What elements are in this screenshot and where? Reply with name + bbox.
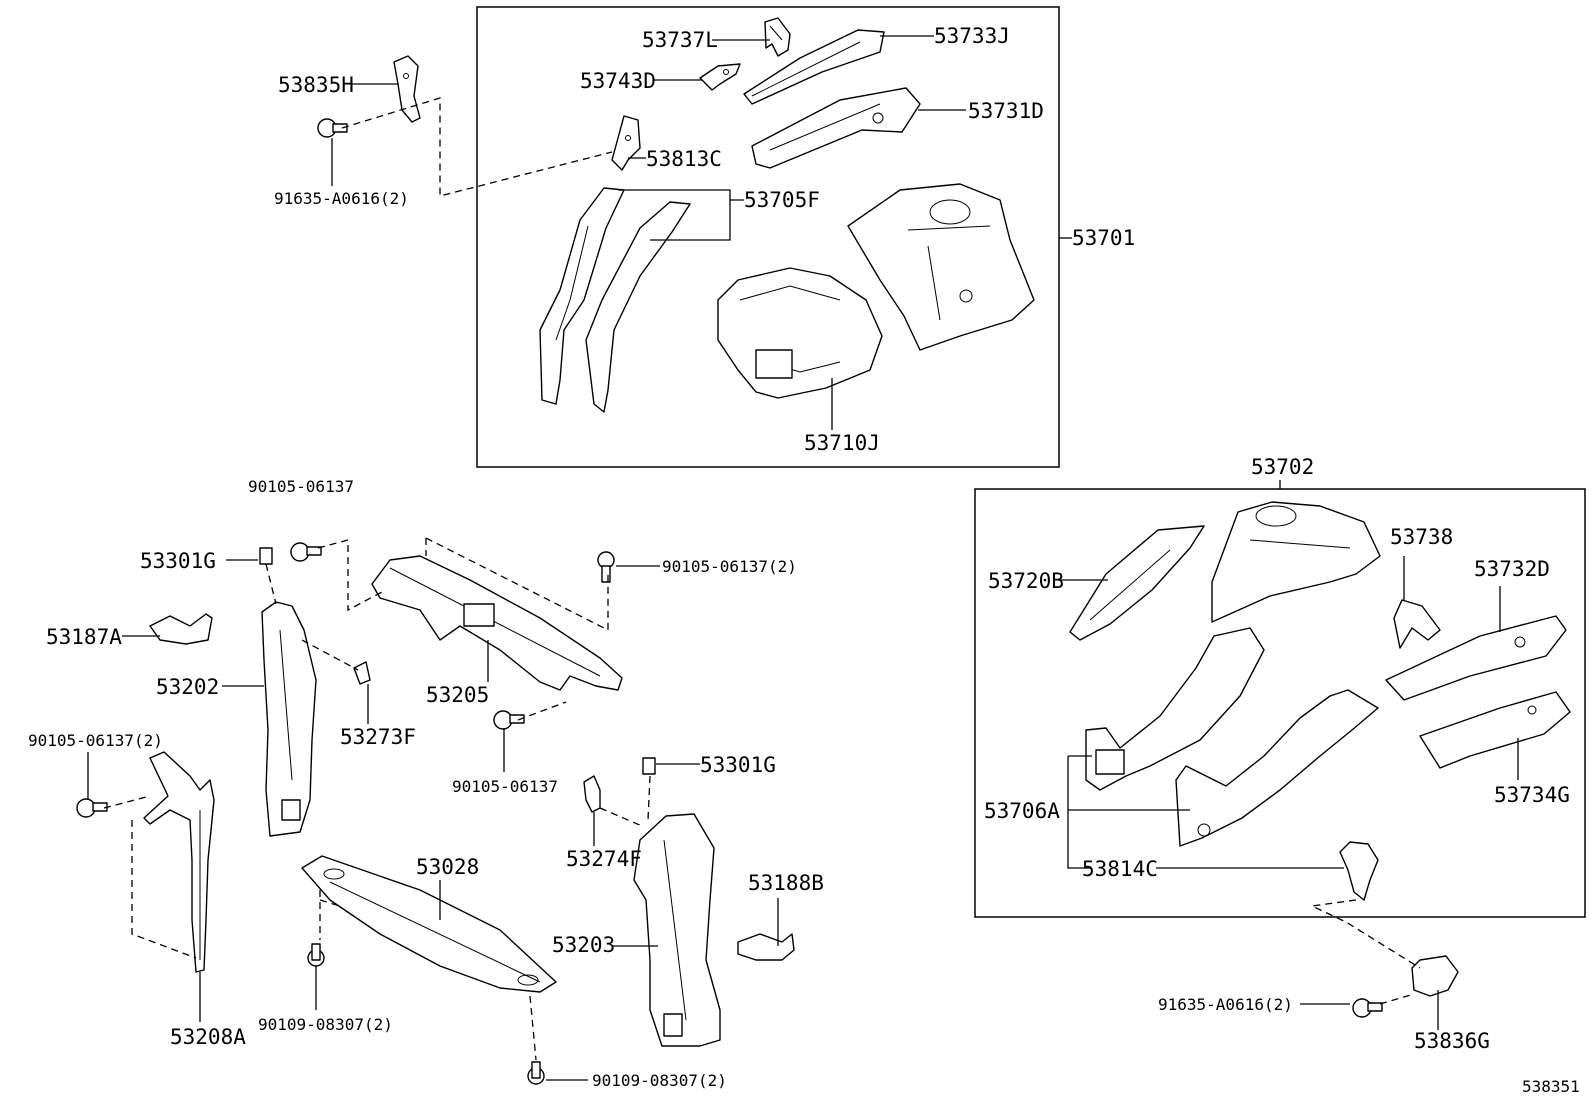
bolt-90105-c-shape[interactable] bbox=[76, 798, 108, 818]
label-53734G: 53734G bbox=[1494, 783, 1570, 807]
bolt-90105-a-shape[interactable] bbox=[290, 542, 322, 562]
label-53301G-a: 53301G bbox=[140, 549, 216, 573]
label-91635-top: 91635-A0616(2) bbox=[274, 189, 409, 208]
bolt-90105-d-shape[interactable] bbox=[493, 710, 525, 730]
leader-53706A bbox=[1067, 755, 1190, 869]
part-53203-shape[interactable] bbox=[633, 813, 721, 1047]
bolt-90105-b-shape[interactable] bbox=[597, 551, 615, 583]
label-53202: 53202 bbox=[156, 675, 219, 699]
label-53203: 53203 bbox=[552, 933, 615, 957]
part-53187A-shape[interactable] bbox=[149, 613, 213, 645]
assembly-line-53208A bbox=[103, 795, 197, 959]
label-53273F: 53273F bbox=[340, 725, 416, 749]
part-53701-shape[interactable] bbox=[847, 183, 1035, 351]
label-53738: 53738 bbox=[1390, 525, 1453, 549]
label-53710J: 53710J bbox=[804, 431, 880, 455]
label-53836G: 53836G bbox=[1414, 1029, 1490, 1053]
part-53705F-shape[interactable] bbox=[539, 187, 691, 413]
part-53734G-shape[interactable] bbox=[1419, 691, 1571, 769]
part-53835H-shape[interactable] bbox=[393, 55, 421, 123]
assembly-line-53205-bolt-a bbox=[317, 539, 383, 612]
part-53706A-shape[interactable] bbox=[1085, 627, 1379, 847]
label-53205: 53205 bbox=[426, 683, 489, 707]
label-53301G-b: 53301G bbox=[700, 753, 776, 777]
part-53028-shape[interactable] bbox=[301, 855, 557, 993]
label-90105-d: 90105-06137 bbox=[452, 777, 558, 796]
label-90105-a: 90105-06137 bbox=[248, 477, 354, 496]
diagram-id: 538351 bbox=[1522, 1077, 1580, 1096]
label-90105-c: 90105-06137(2) bbox=[28, 731, 163, 750]
part-53301G-a-shape[interactable] bbox=[259, 547, 273, 565]
part-53202-shape[interactable] bbox=[261, 601, 317, 837]
assembly-line-53028-b bbox=[529, 995, 537, 1061]
assembly-line-53202 bbox=[265, 563, 359, 671]
label-53028: 53028 bbox=[416, 855, 479, 879]
label-53208A: 53208A bbox=[170, 1025, 246, 1049]
part-53738-shape[interactable] bbox=[1393, 599, 1441, 649]
assembly-line-top-left bbox=[341, 97, 613, 197]
label-53706A: 53706A bbox=[984, 799, 1060, 823]
label-53814C: 53814C bbox=[1082, 857, 1158, 881]
part-53733J-shape[interactable] bbox=[743, 29, 885, 105]
label-53274F: 53274F bbox=[566, 847, 642, 871]
label-90105-b: 90105-06137(2) bbox=[662, 557, 797, 576]
label-53188B: 53188B bbox=[748, 871, 824, 895]
part-53188B-shape[interactable] bbox=[737, 933, 795, 961]
part-53737L-shape[interactable] bbox=[764, 17, 791, 57]
part-53273F-shape[interactable] bbox=[353, 661, 371, 685]
label-90109-a: 90109-08307(2) bbox=[258, 1015, 393, 1034]
leader-53705F bbox=[618, 189, 744, 241]
part-53301G-b-shape[interactable] bbox=[642, 757, 656, 775]
group-box-53701 bbox=[476, 6, 1060, 468]
assembly-line-53205-bolt-d bbox=[517, 701, 567, 721]
label-53743D: 53743D bbox=[580, 69, 656, 93]
label-90109-b: 90109-08307(2) bbox=[592, 1071, 727, 1090]
label-91635-bottom: 91635-A0616(2) bbox=[1158, 995, 1293, 1014]
label-53702: 53702 bbox=[1251, 455, 1314, 479]
part-53274F-shape[interactable] bbox=[583, 775, 601, 813]
bolt-90109-b-shape[interactable] bbox=[527, 1061, 545, 1085]
part-53743D-shape[interactable] bbox=[699, 63, 741, 91]
label-53732D: 53732D bbox=[1474, 557, 1550, 581]
label-53705F: 53705F bbox=[744, 188, 820, 212]
label-53737L: 53737L bbox=[642, 28, 718, 52]
bolt-91635-top-shape[interactable] bbox=[317, 118, 348, 138]
part-53710J-shape[interactable] bbox=[717, 267, 883, 399]
assembly-line-53028-a bbox=[319, 890, 341, 940]
bolt-90109-a-shape[interactable] bbox=[307, 943, 325, 967]
label-53720B: 53720B bbox=[988, 569, 1064, 593]
part-53208A-shape[interactable] bbox=[143, 751, 215, 973]
label-53187A: 53187A bbox=[46, 625, 122, 649]
assembly-line-53203 bbox=[599, 775, 651, 827]
part-53720B-shape[interactable] bbox=[1069, 525, 1205, 641]
part-53205-shape[interactable] bbox=[371, 555, 623, 691]
label-53731D: 53731D bbox=[968, 99, 1044, 123]
label-53835H: 53835H bbox=[278, 73, 354, 97]
assembly-line-53205-top bbox=[425, 537, 609, 632]
part-53813C-shape[interactable] bbox=[611, 115, 641, 171]
label-53701: 53701 bbox=[1072, 226, 1135, 250]
assembly-line-bottom-right bbox=[1309, 899, 1421, 1005]
part-53731D-shape[interactable] bbox=[751, 87, 921, 169]
part-53702-shape[interactable] bbox=[1211, 501, 1381, 623]
label-53813C: 53813C bbox=[646, 147, 722, 171]
label-53733J: 53733J bbox=[934, 24, 1010, 48]
part-53836G-shape[interactable] bbox=[1411, 955, 1459, 997]
part-53814C-shape[interactable] bbox=[1339, 841, 1379, 901]
part-53732D-shape[interactable] bbox=[1385, 615, 1567, 701]
bolt-91635-bottom-shape[interactable] bbox=[1352, 998, 1383, 1018]
